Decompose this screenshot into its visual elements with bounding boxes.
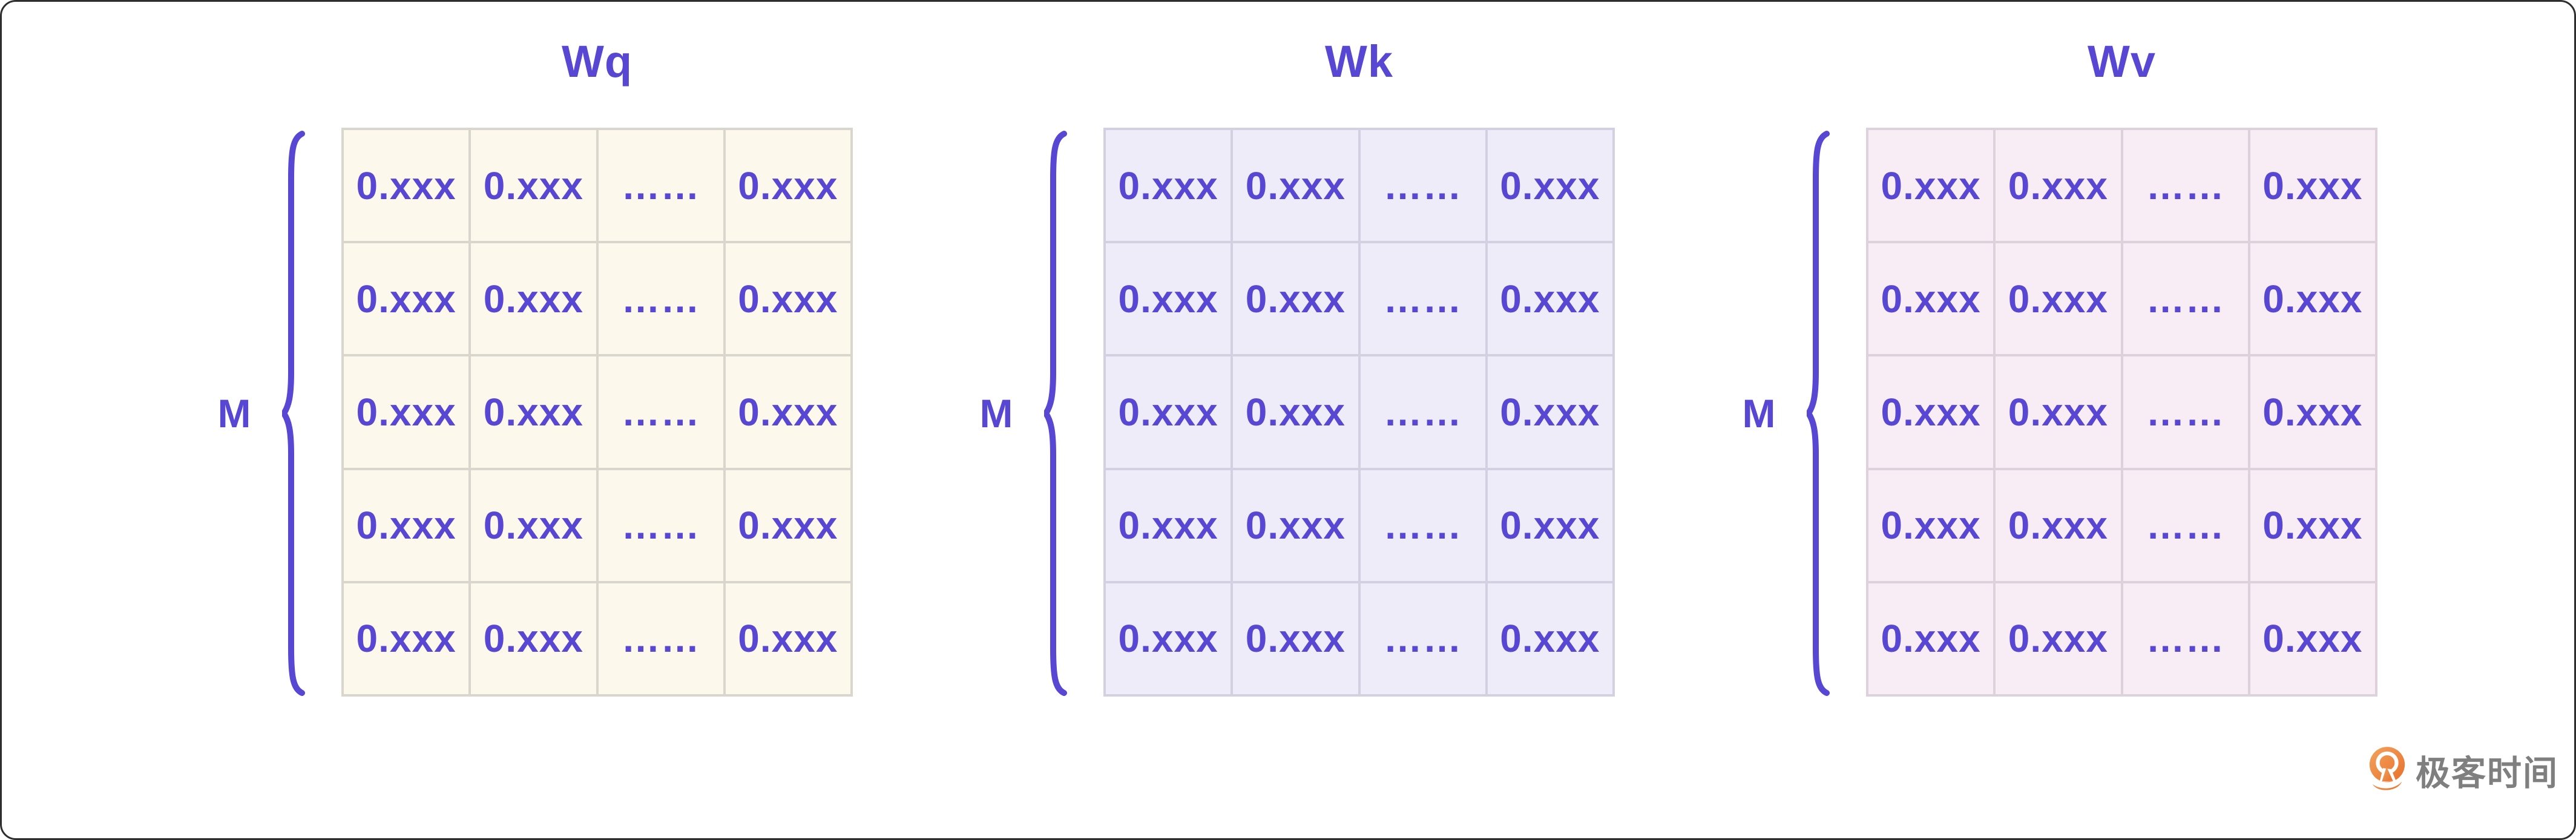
matrix-wv-row-label: M [1742,391,1776,436]
curly-brace-icon [1044,131,1067,696]
matrix-wk-cell-r2c3: …… [1360,243,1485,355]
matrix-wk-cell-r1c4: 0.xxx [1487,130,1612,241]
matrix-wk-row-label: M [979,391,1013,436]
matrix-wv-cell-r4c1: 0.xxx [1868,470,1994,581]
matrix-wv-cell-r5c3: …… [2123,583,2248,694]
geektime-logo-icon [2369,747,2405,790]
matrix-wq-cell-r3c4: 0.xxx [725,356,850,468]
matrix-wk-cell-r4c1: 0.xxx [1106,470,1231,581]
matrix-wv-cell-r5c4: 0.xxx [2250,583,2375,694]
matrix-wv-cell-r3c3: …… [2123,356,2248,468]
matrix-wk-cell-r2c2: 0.xxx [1233,243,1358,355]
matrix-wv-cell-r2c1: 0.xxx [1868,243,1994,355]
matrix-wv-cell-r1c1: 0.xxx [1868,130,1994,241]
matrix-wk-cell-r1c1: 0.xxx [1106,130,1231,241]
matrix-wk-cell-r3c4: 0.xxx [1487,356,1612,468]
curly-brace-icon [282,131,305,696]
matrix-wk-cell-r1c2: 0.xxx [1233,130,1358,241]
matrix-wk-cell-r5c4: 0.xxx [1487,583,1612,694]
matrix-wv-cell-r1c3: …… [2123,130,2248,241]
matrix-wk-cell-r5c2: 0.xxx [1233,583,1358,694]
matrix-wv-cell-r5c1: 0.xxx [1868,583,1994,694]
matrix-wq-cell-r1c3: …… [598,130,723,241]
matrix-wk-cell-r4c4: 0.xxx [1487,470,1612,581]
matrix-wv-title: Wv [2088,36,2156,87]
matrix-wv-cell-r2c3: …… [2123,243,2248,355]
matrix-wk-cell-r3c2: 0.xxx [1233,356,1358,468]
matrix-wk-cell-r2c1: 0.xxx [1106,243,1231,355]
matrix-wq-cell-r5c4: 0.xxx [725,583,850,694]
matrix-wv-cell-r2c4: 0.xxx [2250,243,2375,355]
matrix-wq-cell-r1c1: 0.xxx [344,130,469,241]
matrix-wv-cell-r1c2: 0.xxx [1996,130,2121,241]
matrix-wv-cell-r3c4: 0.xxx [2250,356,2375,468]
matrix-wk-cell-r5c1: 0.xxx [1106,583,1231,694]
watermark-text: 极客时间 [2416,754,2558,793]
matrix-wq-cell-r3c2: 0.xxx [471,356,596,468]
matrix-wv-cell-r3c2: 0.xxx [1996,356,2121,468]
matrix-wv-cell-r5c2: 0.xxx [1996,583,2121,694]
curly-brace-icon [1807,131,1830,696]
matrix-wq-cell-r3c3: …… [598,356,723,468]
matrix-wk-cell-r3c1: 0.xxx [1106,356,1231,468]
matrix-wq-cell-r4c3: …… [598,470,723,581]
matrix-wq-cell-r1c2: 0.xxx [471,130,596,241]
matrix-wk-cell-r2c4: 0.xxx [1487,243,1612,355]
matrix-wq-cell-r5c1: 0.xxx [344,583,469,694]
matrix-wk-cell-r3c3: …… [1360,356,1485,468]
matrix-wq-cell-r2c1: 0.xxx [344,243,469,355]
matrix-wv-cell-r3c1: 0.xxx [1868,356,1994,468]
matrix-wq-cell-r4c1: 0.xxx [344,470,469,581]
matrix-wk-cell-r4c2: 0.xxx [1233,470,1358,581]
matrix-wq-cell-r2c4: 0.xxx [725,243,850,355]
matrix-wq-cell-r5c2: 0.xxx [471,583,596,694]
matrix-wv-cell-r4c2: 0.xxx [1996,470,2121,581]
matrix-wk-title: Wk [1325,36,1393,87]
watermark: 极客时间 [2367,743,2558,798]
matrix-wv-cell-r2c2: 0.xxx [1996,243,2121,355]
matrix-wq-row-label: M [217,391,251,436]
matrix-wq-title: Wq [561,36,633,87]
matrix-wv-cell-r4c3: …… [2123,470,2248,581]
matrix-wk-cell-r5c3: …… [1360,583,1485,694]
matrix-wk-cell-r4c3: …… [1360,470,1485,581]
matrix-wq-cell-r4c4: 0.xxx [725,470,850,581]
matrix-wk-cell-r1c3: …… [1360,130,1485,241]
matrix-wq-cell-r2c3: …… [598,243,723,355]
matrix-wq-cell-r1c4: 0.xxx [725,130,850,241]
matrix-wv-cell-r4c4: 0.xxx [2250,470,2375,581]
matrix-wq-cell-r3c1: 0.xxx [344,356,469,468]
matrix-wq-cell-r4c2: 0.xxx [471,470,596,581]
matrix-wq-cell-r2c2: 0.xxx [471,243,596,355]
matrix-wq-cell-r5c3: …… [598,583,723,694]
matrix-wv-cell-r1c4: 0.xxx [2250,130,2375,241]
